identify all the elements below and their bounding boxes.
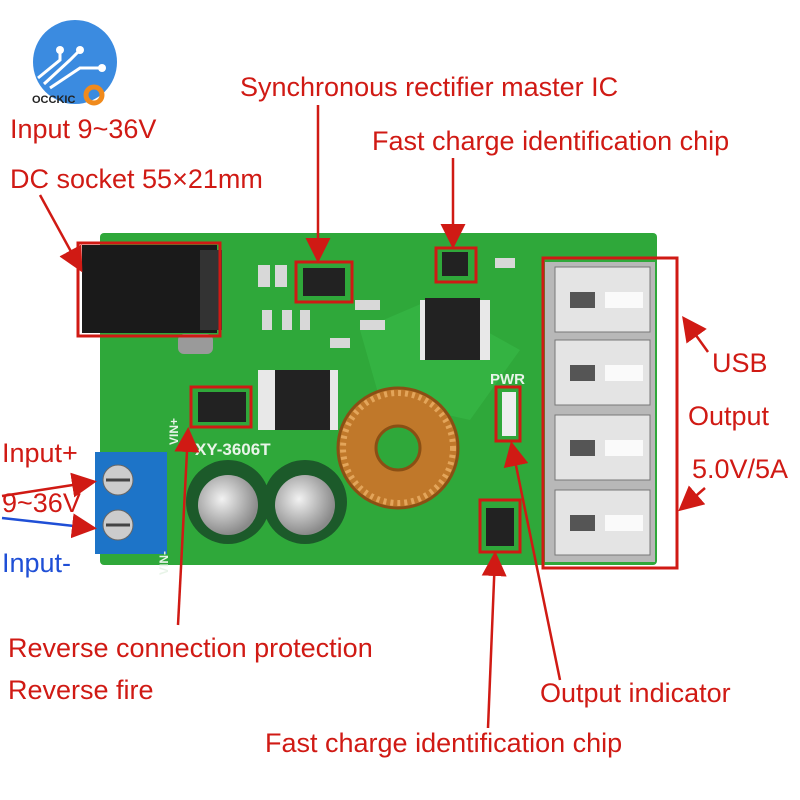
label-reverse-fire: Reverse fire	[8, 675, 154, 705]
label-output-indicator: Output indicator	[540, 678, 731, 708]
label-input-range: Input 9~36V	[10, 114, 156, 144]
fast-charge-chip-top	[442, 252, 468, 276]
label-sync-rectifier: Synchronous rectifier master IC	[240, 72, 618, 102]
label-input-plus: Input+	[2, 438, 78, 468]
fast-charge-chip-bottom	[486, 508, 514, 546]
label-output-spec: 5.0V/5A	[692, 454, 788, 484]
label-fast-charge-top: Fast charge identification chip	[372, 126, 729, 156]
board-model: XY-3606T	[195, 440, 271, 459]
label-input-minus: Input-	[2, 548, 71, 578]
logo-text: OCCKIC	[32, 94, 75, 106]
label-input-voltage: 9~36V	[2, 488, 81, 518]
dc-jack	[82, 245, 222, 354]
label-output: Output	[688, 401, 770, 431]
mosfet	[425, 298, 480, 360]
brand-logo: OCCKIC	[32, 20, 117, 106]
label-usb: USB	[712, 348, 768, 378]
label-reverse-protection: Reverse connection protection	[8, 633, 373, 663]
gear-icon	[83, 84, 105, 106]
vin-plus-silkscreen: VIN+	[167, 418, 181, 445]
pwr-led	[502, 392, 516, 436]
pcb-board: XY-3606T PWR VIN+ VIN-	[82, 233, 657, 575]
pwr-silkscreen: PWR	[490, 371, 525, 388]
annotation-arrows	[1, 105, 710, 729]
toroid-inductor	[336, 386, 460, 510]
protection-diode	[198, 392, 246, 422]
regulator	[275, 370, 330, 430]
sync-rectifier-ic	[303, 268, 345, 296]
label-dc-socket: DC socket 55×21mm	[10, 164, 263, 194]
label-fast-charge-bottom: Fast charge identification chip	[265, 728, 622, 758]
terminal-block	[95, 452, 167, 554]
usb-ports	[545, 262, 655, 562]
vin-minus-silkscreen: VIN-	[157, 551, 171, 575]
